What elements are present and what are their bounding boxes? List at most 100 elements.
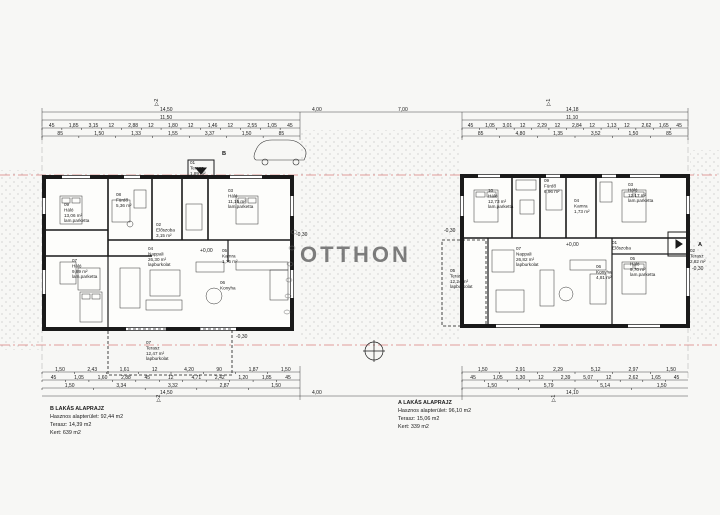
room-name: Háló: [64, 207, 74, 212]
dim-bottom-left-total: 14,50: [160, 390, 173, 396]
room-no: 04: [148, 246, 154, 251]
dim-value: 12: [624, 123, 630, 129]
unit-b-terrace: [107, 328, 233, 376]
dim-value: 3,15: [89, 123, 99, 129]
north-arrow-icon: [363, 340, 385, 362]
dim-value: 2,29: [537, 123, 547, 129]
dim-value: 12: [589, 123, 595, 129]
dim-value: 2,97: [629, 367, 639, 373]
room-area: 5,36 m²: [116, 203, 132, 208]
room-name: Kamra: [574, 203, 588, 208]
room-name: Fürdő: [116, 197, 128, 202]
dim-value: 85: [478, 131, 484, 137]
room-floor: lam.parketta: [488, 204, 514, 209]
dim-bottom-right-total: 14,10: [566, 390, 579, 396]
dim-value: 2,88: [128, 123, 138, 129]
dim-value: 4,80: [516, 131, 526, 137]
room-name: Előszoba: [612, 245, 631, 250]
dim-value: 1,50: [487, 383, 497, 389]
dim-value: 1,35: [553, 131, 563, 137]
unit-b-furniture: [59, 189, 289, 323]
dim-value: 12: [520, 123, 526, 129]
dim-value: 45: [145, 375, 151, 381]
dim-value: 1,50: [55, 367, 65, 373]
garden-hatch-left: [0, 170, 40, 350]
dim-value: 3,34: [116, 383, 126, 389]
dim-value: 12: [228, 123, 234, 129]
unit-b-caption: B LAKÁS ALAPRAJZ Hasznos alapterület: 92…: [50, 405, 123, 436]
room-name: Terasz: [146, 345, 160, 350]
room-no: 03: [628, 182, 634, 187]
unit-a-entrance: [667, 231, 689, 257]
dim-value: 1,50: [271, 383, 281, 389]
section-mark-bottom-left: ▷2: [156, 395, 162, 402]
dim-value: 1,87: [249, 367, 259, 373]
dim-value: 1,50: [629, 131, 639, 137]
dim-bottom-mid: 4,00: [312, 390, 322, 396]
room-name: Terasz: [450, 273, 464, 278]
unit-b-entrance: [187, 159, 215, 178]
dim-value: 1,13: [607, 123, 617, 129]
room-area: 12,47 m²: [146, 351, 165, 356]
room-name: Terasz: [690, 253, 704, 258]
room-name: Háló: [488, 193, 498, 198]
dim-value: 5,14: [600, 383, 610, 389]
dim-left-total: 14,50: [160, 107, 173, 113]
dim-value: 1,50: [666, 367, 676, 373]
room-floor: lam.parketta: [630, 272, 656, 277]
dim-value: 85: [57, 131, 63, 137]
dim-value: 12: [108, 123, 114, 129]
dim-value: 1,50: [94, 131, 104, 137]
dim-value: 45: [676, 123, 682, 129]
top-dimension-chains: [41, 108, 689, 140]
dim-value: 1,85: [69, 123, 79, 129]
room-name: Konyha: [220, 285, 236, 290]
section-mark-top-right: ▷1: [546, 99, 552, 106]
unit-a-caption-area: Hasznos alapterület: 96,10 m2: [398, 408, 471, 414]
room-name: Terasz: [190, 165, 204, 170]
room-area: 12,73 m²: [488, 199, 507, 204]
dim-value: 1,50: [657, 383, 667, 389]
dim-value: 45: [285, 375, 291, 381]
room-no: 07: [516, 246, 522, 251]
unit-a-caption: A LAKÁS ALAPRAJZ Hasznos alapterület: 96…: [398, 399, 471, 430]
room-name: Előszoba: [156, 227, 175, 232]
dim-value: 1,05: [485, 123, 495, 129]
room-no: 04: [574, 198, 580, 203]
room-area: 2,82 m²: [690, 259, 706, 264]
unit-b-caption-terrace: Terasz: 14,39 m2: [50, 422, 91, 428]
dim-value: 1,05: [267, 123, 277, 129]
dim-value: 12: [555, 123, 561, 129]
unit-a-ext-level-2: -0,30: [444, 228, 456, 234]
dim-value: 2,55: [247, 123, 257, 129]
dim-value: 1,50: [242, 131, 252, 137]
dim-value: 45: [51, 375, 57, 381]
room-area: 4,81 m²: [596, 275, 612, 280]
room-floor: lapburkolat: [148, 262, 171, 267]
dim-value: 45: [468, 123, 474, 129]
room-no: 09: [544, 178, 550, 183]
room-no: 02: [156, 222, 162, 227]
dim-value: 45: [49, 123, 55, 129]
room-floor: lapburkolat: [450, 284, 473, 289]
dim-value: 85: [666, 131, 672, 137]
room-name: Konyha: [596, 269, 612, 274]
room-name: Háló: [228, 193, 238, 198]
room-no: 05: [630, 256, 636, 261]
room-no: 07: [146, 340, 152, 345]
section-mark-b: B: [222, 151, 226, 157]
room-no: 07: [72, 258, 78, 263]
unit-a-caption-title: A LAKÁS ALAPRAJZ: [398, 399, 453, 406]
dim-value: 12: [538, 375, 544, 381]
dim-value: 2,29: [553, 367, 563, 373]
room-area: 1,75 m²: [222, 259, 238, 264]
dim-value: 1,55: [168, 131, 178, 137]
room-area: 26,30 m²: [148, 257, 167, 262]
room-area: 3,15 m²: [156, 233, 172, 238]
